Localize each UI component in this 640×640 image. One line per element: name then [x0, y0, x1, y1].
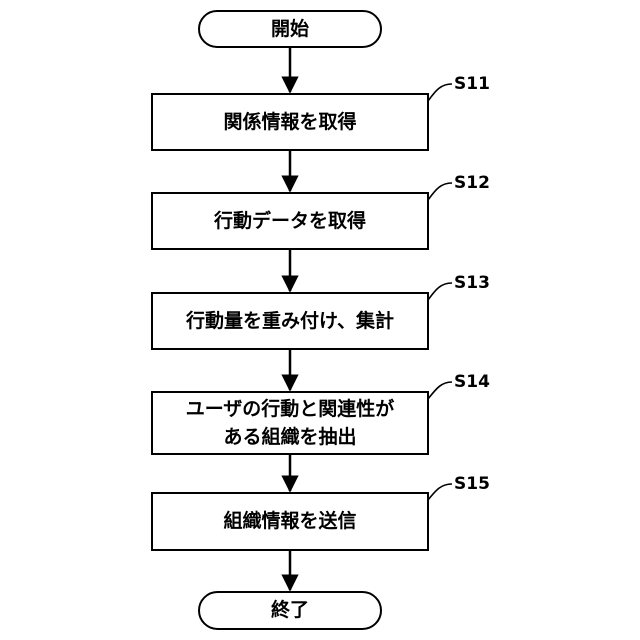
- step-s13-text: 行動量を重み付け、集計: [185, 309, 394, 332]
- process-step-s14: ユーザの行動と関連性が ある組織を抽出: [152, 392, 428, 454]
- step-s15-leader: [428, 484, 452, 500]
- step-s13-id: S13: [454, 273, 490, 293]
- step-s14-text-line1: ユーザの行動と関連性が: [186, 397, 395, 420]
- step-s15-text: 組織情報を送信: [223, 509, 356, 532]
- process-step-s12: 行動データを取得: [152, 193, 428, 249]
- step-s12-text: 行動データを取得: [213, 209, 366, 232]
- end-terminal: 終了: [199, 592, 381, 629]
- step-s14-text-line2: ある組織を抽出: [223, 425, 356, 448]
- step-s11-leader: [428, 84, 452, 101]
- start-terminal: 開始: [199, 11, 381, 47]
- step-s11-id: S11: [454, 74, 490, 94]
- step-s12-id: S12: [454, 173, 490, 193]
- process-step-s11: 関係情報を取得: [152, 94, 428, 150]
- process-step-s15: 組織情報を送信: [152, 493, 428, 550]
- step-s13-leader: [428, 283, 452, 300]
- step-s11-text: 関係情報を取得: [223, 110, 356, 133]
- end-label: 終了: [271, 598, 309, 621]
- step-s15-id: S15: [454, 474, 490, 494]
- step-s14-id: S14: [454, 372, 490, 392]
- process-step-s13: 行動量を重み付け、集計: [152, 293, 428, 349]
- step-s12-leader: [428, 183, 452, 200]
- start-label: 開始: [271, 17, 309, 40]
- step-s14-leader: [428, 382, 452, 399]
